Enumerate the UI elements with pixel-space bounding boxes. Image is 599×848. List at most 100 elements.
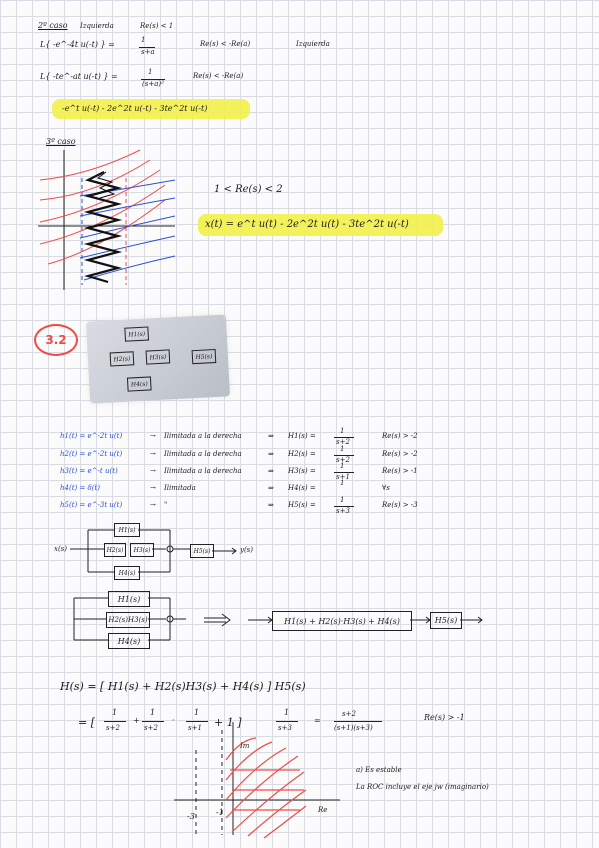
transfer-roc: Re(s) > -1: [424, 713, 465, 722]
transfer-plus1: + 1 ]: [214, 716, 242, 729]
impulse-row-num: 1: [340, 479, 345, 487]
case2-highlight-text: -e^t u(-t) - 2e^2t u(-t) - 3te^2t u(-t): [62, 104, 208, 113]
exercise-badge: 3.2: [34, 324, 78, 356]
block1-h5: H5(s): [190, 544, 214, 558]
case2-eq2-den: (s+a)²: [142, 80, 164, 88]
impulse-row-roc: Re(s) > -1: [382, 467, 418, 475]
impulse-row-fraction-bar: [334, 472, 354, 473]
block1-input: x(s): [54, 545, 68, 553]
arrow-icon: →: [150, 450, 156, 458]
transfer-result-bar: [334, 721, 382, 722]
block2-h4: H4(s): [108, 633, 150, 649]
impulse-row-desc: Ilimitada a la derecha: [164, 450, 242, 458]
block2-combined: H1(s) + H2(s)·H3(s) + H4(s): [272, 611, 412, 631]
case3-heading: 3º caso: [46, 137, 76, 146]
impulse-row-H: H5(s) =: [288, 501, 316, 509]
case2-eq1-den: s+a: [141, 48, 155, 56]
impulse-row-roc: Re(s) > -2: [382, 432, 418, 440]
transfer-f4-num: 1: [284, 708, 290, 717]
block2-h2h3: H2(s)H3(s): [106, 612, 150, 628]
impulse-row-num: 1: [340, 496, 345, 504]
case2-eq2-roc: Re(s) < -Re(a): [193, 72, 244, 80]
impulse-row-H: H4(s) =: [288, 484, 316, 492]
block1-output: y(s): [240, 546, 254, 554]
case2-eq2-left: L{ -te^-at u(-t) } =: [40, 72, 118, 81]
case2-eq1-fraction-bar: [139, 47, 155, 48]
plot-tick-m3: -3: [187, 812, 195, 821]
case2-heading-roc: Re(s) < 1: [140, 22, 174, 30]
impulse-row-fraction-bar: [334, 506, 354, 507]
implies-icon: ⇒: [268, 432, 274, 440]
case3-highlight-bg: [198, 214, 443, 236]
impulse-row-desc: Ilimitada: [164, 484, 196, 492]
impulse-row-roc: Re(s) > -2: [382, 450, 418, 458]
impulse-row-num: 1: [340, 427, 345, 435]
impulse-row-desc: Ilimitada a la derecha: [164, 467, 242, 475]
plot-im-label: Im: [240, 742, 250, 750]
plus-sign: +: [133, 716, 140, 725]
transfer-f2-bar: [142, 721, 164, 722]
implies-icon: ⇒: [268, 467, 274, 475]
block1-h4: H4(s): [114, 566, 140, 580]
transfer-f4-den: s+3: [278, 724, 292, 732]
impulse-row-den: s+2: [336, 456, 350, 464]
plot-re-label: Re: [318, 806, 328, 814]
arrow-icon: →: [150, 432, 156, 440]
impulse-row-H: H1(s) =: [288, 432, 316, 440]
impulse-row-desc: Ilimitada a la derecha: [164, 432, 242, 440]
impulse-row-num: 1: [340, 445, 345, 453]
impulse-row-h: h4(t) = δ(t): [60, 484, 101, 492]
block1-h1: H1(s): [114, 523, 140, 537]
transfer-f3-den: s+1: [188, 724, 202, 732]
impulse-row-H: H3(s) =: [288, 467, 316, 475]
transfer-eq-start: = [: [78, 716, 96, 729]
case2-eq1-num: 1: [141, 36, 146, 44]
impulse-row-den: s+1: [336, 473, 350, 481]
case2-heading-note: Izquierda: [80, 22, 114, 30]
case2-eq2-num: 1: [148, 68, 153, 76]
transfer-f2-num: 1: [150, 708, 156, 717]
case2-heading: 2º caso: [38, 21, 68, 30]
block1-h3: H3(s): [130, 543, 154, 557]
case3-highlight-text: x(t) = e^t u(t) - 2e^2t u(t) - 3te^2t u(…: [205, 219, 409, 230]
transfer-result-den: (s+1)(s+3): [334, 724, 373, 732]
arrow-icon: →: [150, 501, 156, 509]
transfer-f1-num: 1: [112, 708, 118, 717]
impulse-row-desc: ": [164, 501, 168, 509]
transfer-f2-den: s+2: [144, 724, 158, 732]
plot-tick-m1: -1: [216, 808, 224, 817]
implies-icon: ⇒: [268, 484, 274, 492]
equals-sign: =: [314, 716, 321, 725]
transfer-line1: H(s) = [ H1(s) + H2(s)H3(s) + H4(s) ] H5…: [60, 680, 306, 693]
impulse-row-h: h3(t) = e^-t u(t): [60, 467, 118, 475]
impulse-row-den: s+3: [336, 507, 350, 515]
transfer-f3-num: 1: [194, 708, 200, 717]
implies-icon: ⇒: [268, 501, 274, 509]
case2-eq2-fraction-bar: [141, 79, 165, 80]
case2-highlight-bg: [52, 99, 250, 119]
impulse-row-roc: ∀s: [382, 484, 390, 492]
impulse-row-den: s+2: [336, 438, 350, 446]
impulse-row-fraction-bar: [334, 437, 354, 438]
impulse-row-fraction-bar: [334, 455, 354, 456]
transfer-f4-bar: [276, 721, 298, 722]
implies-icon: ⇒: [268, 450, 274, 458]
block1-h2: H2(s): [104, 543, 126, 557]
impulse-row-h: h2(t) = e^-2t u(t): [60, 450, 123, 458]
block2-h1: H1(s): [108, 591, 150, 607]
transfer-f1-den: s+2: [106, 724, 120, 732]
impulse-row-roc: Re(s) > -3: [382, 501, 418, 509]
arrow-icon: →: [150, 467, 156, 475]
conclusion-a: a) Es estable: [356, 766, 402, 774]
dot-sign: ·: [172, 716, 175, 725]
case2-eq1-note: Izquierda: [296, 40, 330, 48]
block2-h5: H5(s): [430, 612, 462, 629]
case2-eq1-left: L{ -e^-4t u(-t) } =: [40, 40, 115, 49]
transfer-result-num: s+2: [342, 710, 356, 718]
impulse-row-num: 1: [340, 462, 345, 470]
case3-roc: 1 < Re(s) < 2: [214, 184, 283, 195]
arrow-icon: →: [150, 484, 156, 492]
transfer-f3-bar: [186, 721, 208, 722]
